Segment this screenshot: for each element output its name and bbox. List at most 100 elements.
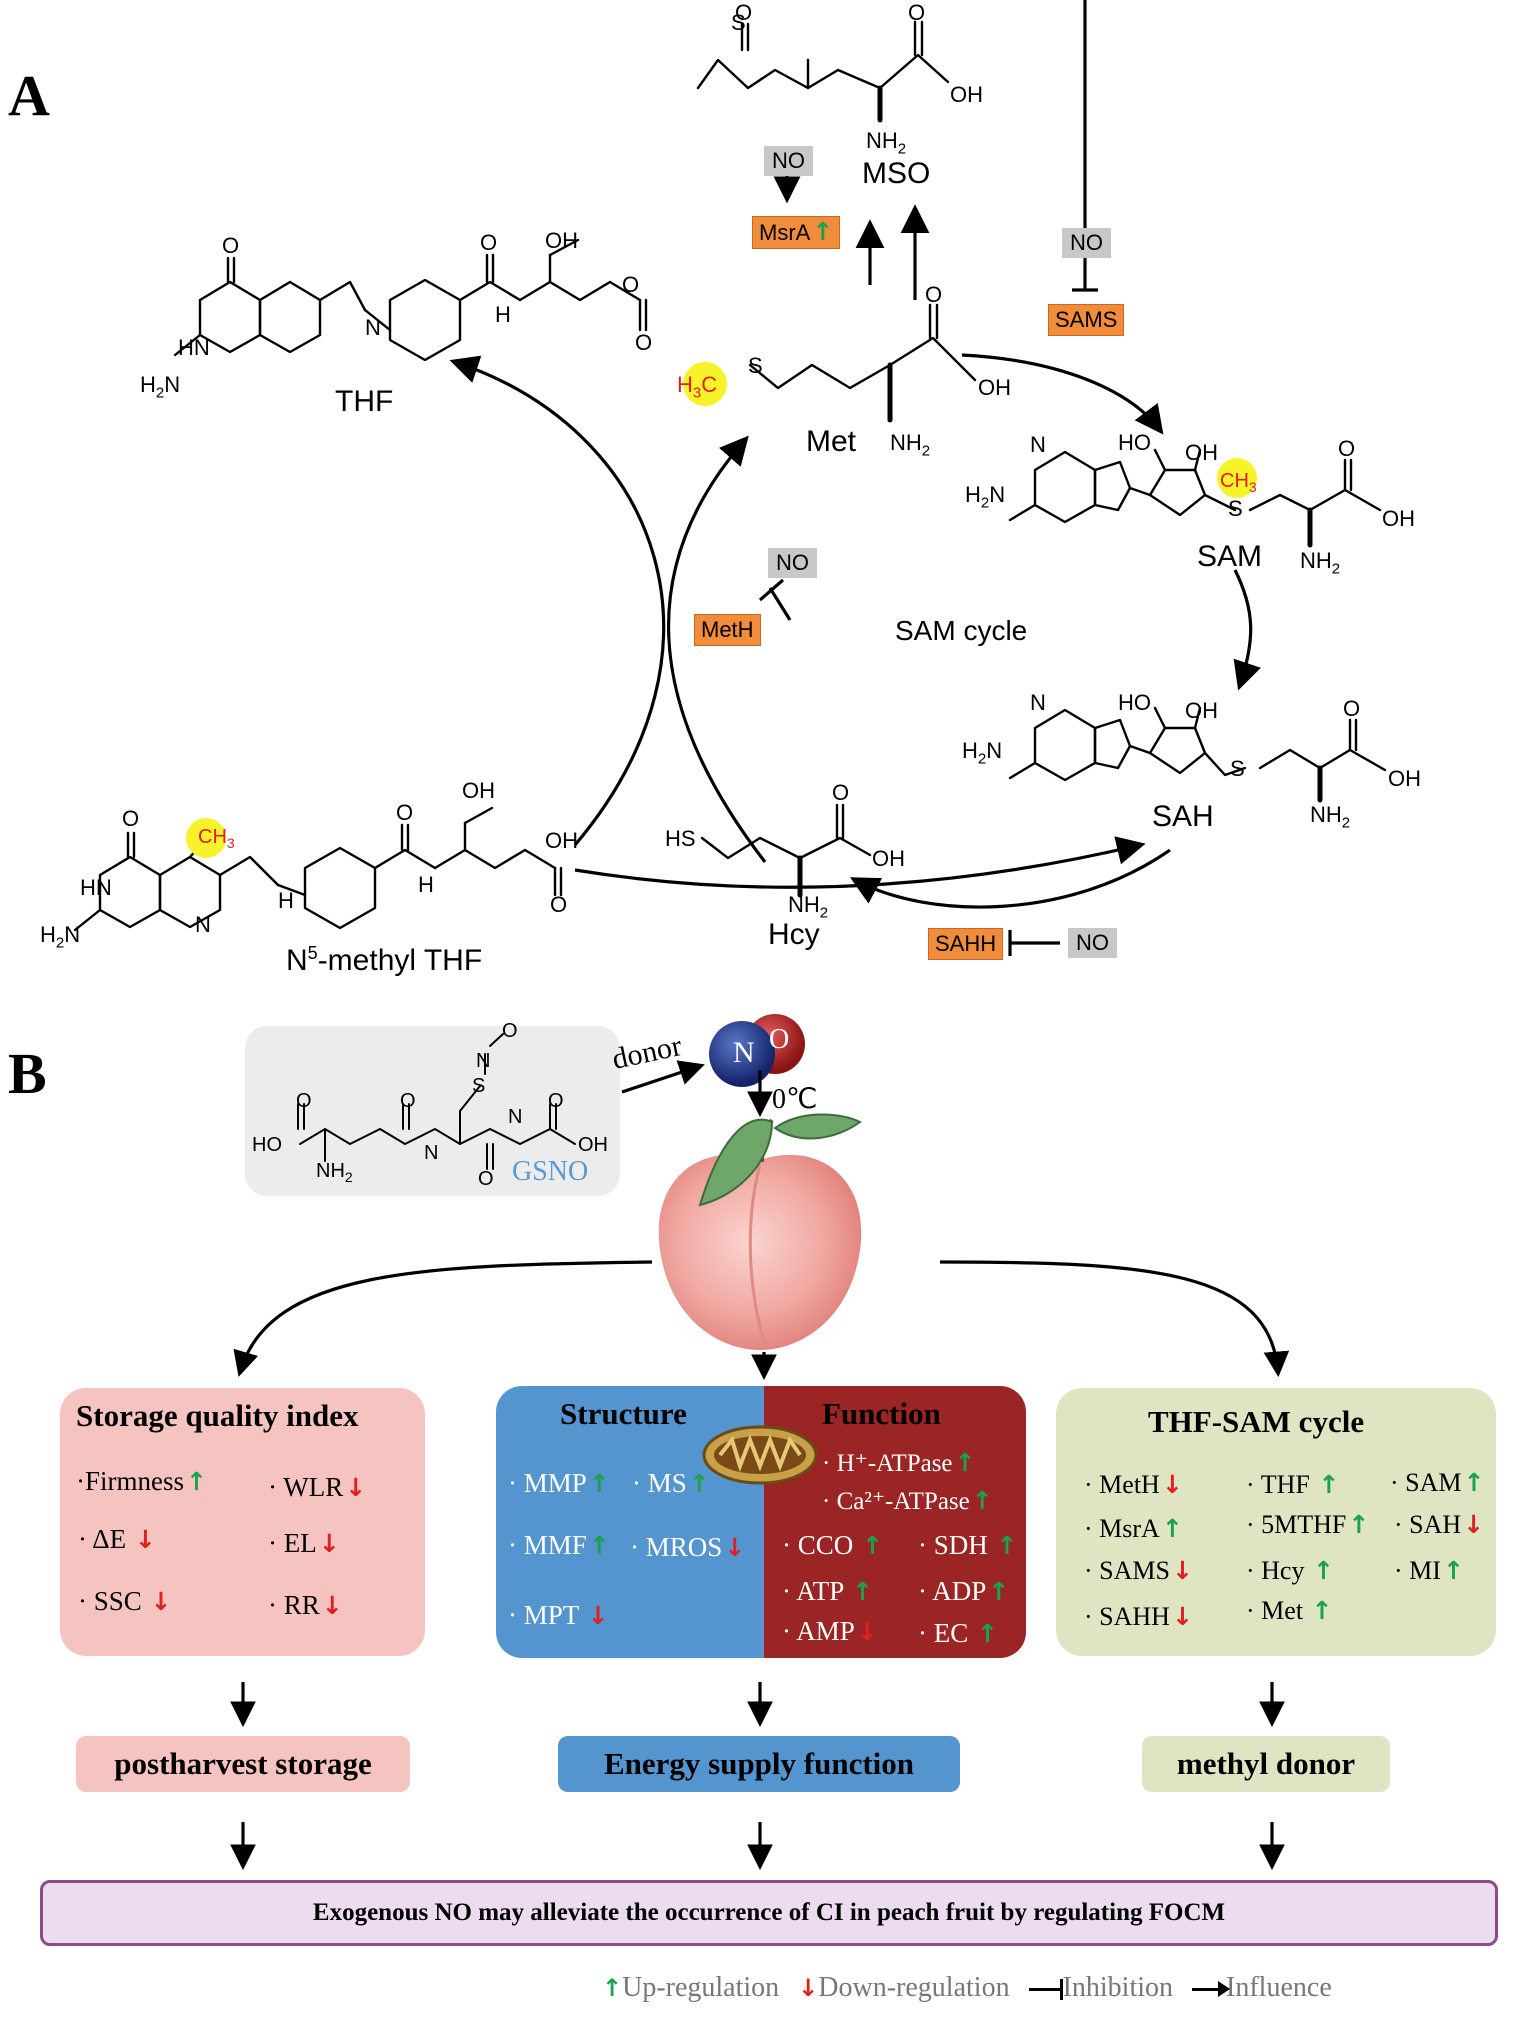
storage-item-firmness: ·Firmness↑ [76,1466,207,1496]
legend-down-label: Down-regulation [818,1972,1010,2003]
function-item-ec: · EC ↑ [918,1618,998,1648]
thf-label: THF [335,385,394,418]
outcome-energy-supply: Energy supply function [558,1736,960,1792]
conclusion-box: Exogenous NO may alleviate the occurrenc… [40,1880,1498,1946]
structure-item-mmp: · MMP↑ [508,1468,610,1498]
legend: ↑Up-regulation ↓Down-regulation Inhibiti… [600,1972,1332,2004]
sam-structure [1008,448,1382,548]
thfsam-item-met: · Met ↑ [1246,1596,1333,1625]
mso-nh2: NH2 [866,128,907,158]
gsno-box [245,1026,620,1196]
thfsam-item-msra: · MsrA↑ [1084,1514,1183,1543]
function-item-amp: · AMP↓ [782,1616,878,1646]
gsno-s: S [472,1075,486,1097]
mitochondrion-icon [702,1425,818,1485]
structure-item-mros: · MROS↓ [630,1532,746,1562]
sam-acid-o: O [1338,436,1356,461]
gsno-nh-2: N [508,1106,523,1128]
thf-sam-cycle-box [1056,1388,1496,1656]
thf-amide-nh: H [495,302,511,327]
enzyme-msra: MsrA↑ [752,216,841,249]
sam-n: N [1030,432,1046,457]
thf-o: O [222,233,240,258]
gsno-label: GSNO [512,1156,589,1187]
thf-hn: HN [178,335,210,360]
structure-item-mmf: · MMF↑ [508,1530,610,1560]
thf-structure [173,238,648,362]
met-s: S [748,353,763,378]
sam-ch3: CH3 [1220,470,1257,495]
n5-h2n: H2N [40,922,81,952]
enzyme-sahh: SAHH [928,928,1004,960]
sah-s: S [1230,756,1245,781]
n5-methyl-thf-label: N5-methyl THF [286,943,483,977]
met-h3c: H3C [677,372,718,402]
sam-oh-ring: OH [1185,440,1218,465]
n5-acid-oh: OH [462,778,495,803]
no-box-sahh: NO [1068,928,1117,958]
sah-nh2: NH2 [1310,802,1351,832]
legend-inhibition-icon [1028,1979,1063,2001]
sam-acid-oh: OH [1382,506,1415,531]
n5-ch3: CH3 [198,826,235,851]
n5-o: O [122,806,140,831]
sah-acid-o: O [1343,696,1361,721]
sah-label: SAH [1152,800,1214,833]
gsno-o-1: O [296,1090,312,1112]
inhibition-lines [758,0,1098,956]
legend-up-icon: ↑ [602,1974,623,2002]
gsno-structure [297,1033,576,1170]
met-structure [748,303,977,423]
met-label: Met [806,425,857,458]
legend-influence-icon [1192,1981,1231,1998]
mso-acid-o: O [908,0,926,25]
sam-h2n: H2N [965,482,1006,512]
gsno-ho: HO [252,1134,282,1156]
legend-up-label: Up-regulation [622,1972,780,2003]
storage-item-wlr: · WLR↓ [268,1472,367,1502]
sah-structure [1008,706,1387,803]
n5-amine-h: H [278,888,294,913]
no-box-msra: NO [764,146,813,176]
storage-item-el: · EL↓ [268,1528,340,1558]
function-item-sdh: · SDH ↑ [918,1530,1018,1560]
gsno-o-4: O [548,1090,564,1112]
hcy-structure [700,803,872,898]
met-oh: OH [978,375,1011,400]
sah-n: N [1030,690,1046,715]
sam-s-plus: S [1228,496,1243,521]
structure-item-mpt: · MPT ↓ [508,1600,609,1630]
peach-icon [658,1113,862,1350]
temperature-label: 0℃ [772,1084,818,1115]
function-title: Function [822,1396,941,1431]
enzyme-meth: MetH [694,614,761,646]
hcy-oh: OH [872,846,905,871]
gsno-no-o: O [502,1020,518,1042]
function-item-ca-atpase: · Ca²⁺-ATPase↑ [822,1486,993,1515]
thfsam-item-thf: · THF ↑ [1246,1470,1340,1499]
n5-tail-oh: OH [545,828,578,853]
thf-carboxyl-o: O [635,330,653,355]
gsno-o-3: O [478,1168,494,1190]
thfsam-item-hcy: · Hcy ↑ [1246,1556,1334,1585]
thf-h2n: H2N [140,372,181,402]
thfsam-item-sah: · SAH↓ [1394,1510,1485,1539]
n5-nh: N [195,912,211,937]
legend-down-icon: ↓ [798,1974,819,2002]
storage-item-delta-e: · ΔE ↓ [78,1524,156,1554]
gsno-oh: OH [578,1134,608,1156]
gsno-nh2: NH2 [316,1160,353,1185]
outcome-postharvest-storage: postharvest storage [76,1736,410,1792]
no-sphere-n: N [733,1036,755,1069]
sah-h2n: H2N [962,738,1003,768]
storage-quality-title: Storage quality index [76,1398,359,1433]
mitochondria-box [496,1386,1026,1658]
structure-title: Structure [560,1396,687,1431]
met-nh2: NH2 [890,430,931,460]
no-box-meth: NO [768,548,817,578]
n5-methyl-thf-structure [73,806,563,932]
mso-o: O [735,0,753,25]
panel-a-letter: A [8,63,50,128]
panel-b-letter: B [8,1041,47,1106]
